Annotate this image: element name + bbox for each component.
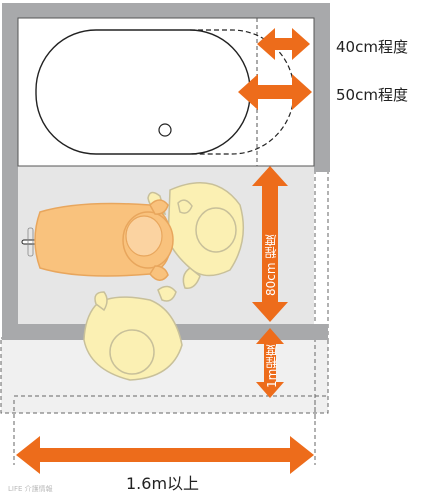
label-room-width: 1.6m以上 bbox=[126, 474, 200, 493]
arrow-room-width bbox=[16, 436, 314, 474]
arrow-tub-gap-small bbox=[257, 28, 310, 60]
label-room-depth: 80cm 程度 bbox=[264, 234, 278, 296]
drain-icon bbox=[158, 123, 172, 137]
label-tub-gap-small: 40cm程度 bbox=[336, 38, 408, 56]
arrow-outside-depth bbox=[256, 328, 284, 398]
bathtub bbox=[35, 29, 251, 155]
caregiver-figure-right bbox=[147, 182, 245, 289]
arrow-room-depth bbox=[252, 166, 288, 322]
watermark-logo: LIFE 介護情報 bbox=[8, 485, 53, 493]
faucet-base-icon bbox=[27, 227, 34, 257]
label-outside-depth: 1m程度 bbox=[265, 344, 279, 388]
arrow-tub-gap-large bbox=[238, 74, 312, 110]
label-tub-gap-large: 50cm程度 bbox=[336, 86, 408, 104]
caregiver-figure-bottom bbox=[83, 285, 183, 381]
seated-person-head bbox=[125, 215, 163, 257]
